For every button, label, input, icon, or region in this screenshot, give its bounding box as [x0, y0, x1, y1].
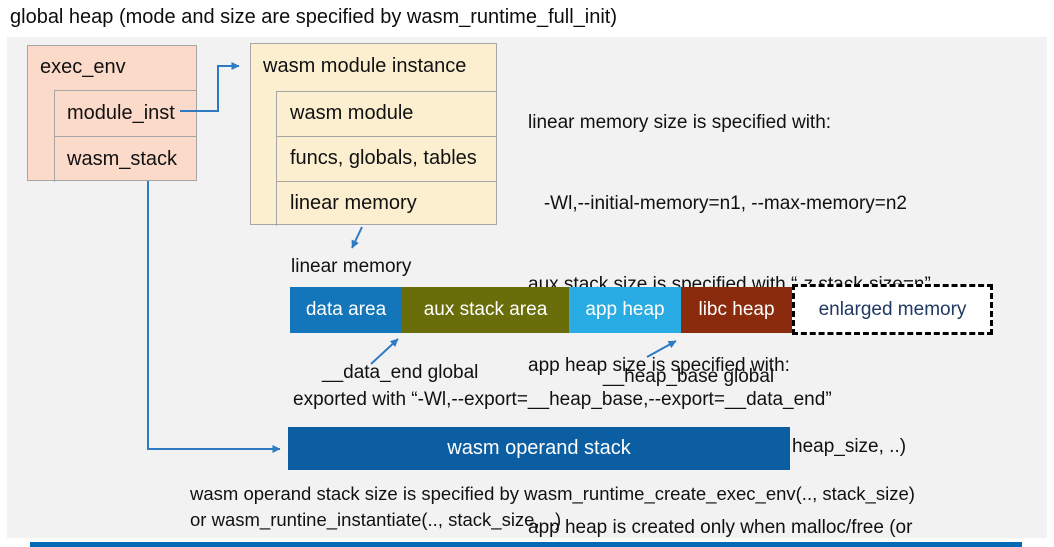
- module-instance-box: wasm module instance wasm module funcs, …: [250, 43, 497, 226]
- footer-accent-bar: [30, 542, 1022, 547]
- module-instance-row-wasm-module: wasm module: [276, 91, 497, 136]
- module-instance-row-funcs-globals-tables: funcs, globals, tables: [276, 136, 497, 181]
- linear-memory-label: linear memory: [291, 256, 412, 277]
- note-line: linear memory size is specified with:: [528, 112, 832, 133]
- data-end-global-label: __data_end global: [322, 362, 479, 383]
- operand-stack-note-line-2: or wasm_runtine_instantiate(.., stack_si…: [190, 509, 562, 530]
- heap-base-global-label: __heap_base global: [603, 366, 775, 387]
- module-instance-header: wasm module instance: [263, 55, 467, 77]
- operand-stack-note-line-1: wasm operand stack size is specified by …: [190, 483, 915, 504]
- exec-env-box: exec_env module_inst wasm_stack: [27, 45, 197, 182]
- wasm-operand-stack-bar: wasm operand stack: [288, 427, 790, 470]
- note-line: app heap is created only when malloc/fre…: [528, 517, 913, 538]
- exec-env-row-wasm-stack: wasm_stack: [54, 136, 197, 182]
- memory-segment-app-heap: app heap: [569, 287, 681, 333]
- exported-flags-label: exported with “-Wl,--export=__heap_base,…: [293, 389, 832, 410]
- operand-stack-note: wasm operand stack size is specified by …: [190, 481, 915, 533]
- memory-segment-aux-stack-area: aux stack area: [402, 287, 569, 333]
- memory-segment-libc-heap: libc heap: [681, 287, 792, 333]
- memory-segment-data-area: data area: [290, 287, 402, 333]
- diagram-title: global heap (mode and size are specified…: [10, 6, 617, 28]
- memory-segment-enlarged-memory: enlarged memory: [792, 284, 993, 335]
- exec-env-row-module-inst: module_inst: [54, 90, 197, 136]
- wasm-operand-stack-label: wasm operand stack: [447, 437, 631, 459]
- note-line: -Wl,--initial-memory=n1, --max-memory=n2: [528, 193, 907, 214]
- exec-env-header: exec_env: [40, 56, 126, 78]
- module-instance-row-linear-memory: linear memory: [276, 181, 497, 226]
- note-line: app heap size is specified with:: [528, 355, 790, 376]
